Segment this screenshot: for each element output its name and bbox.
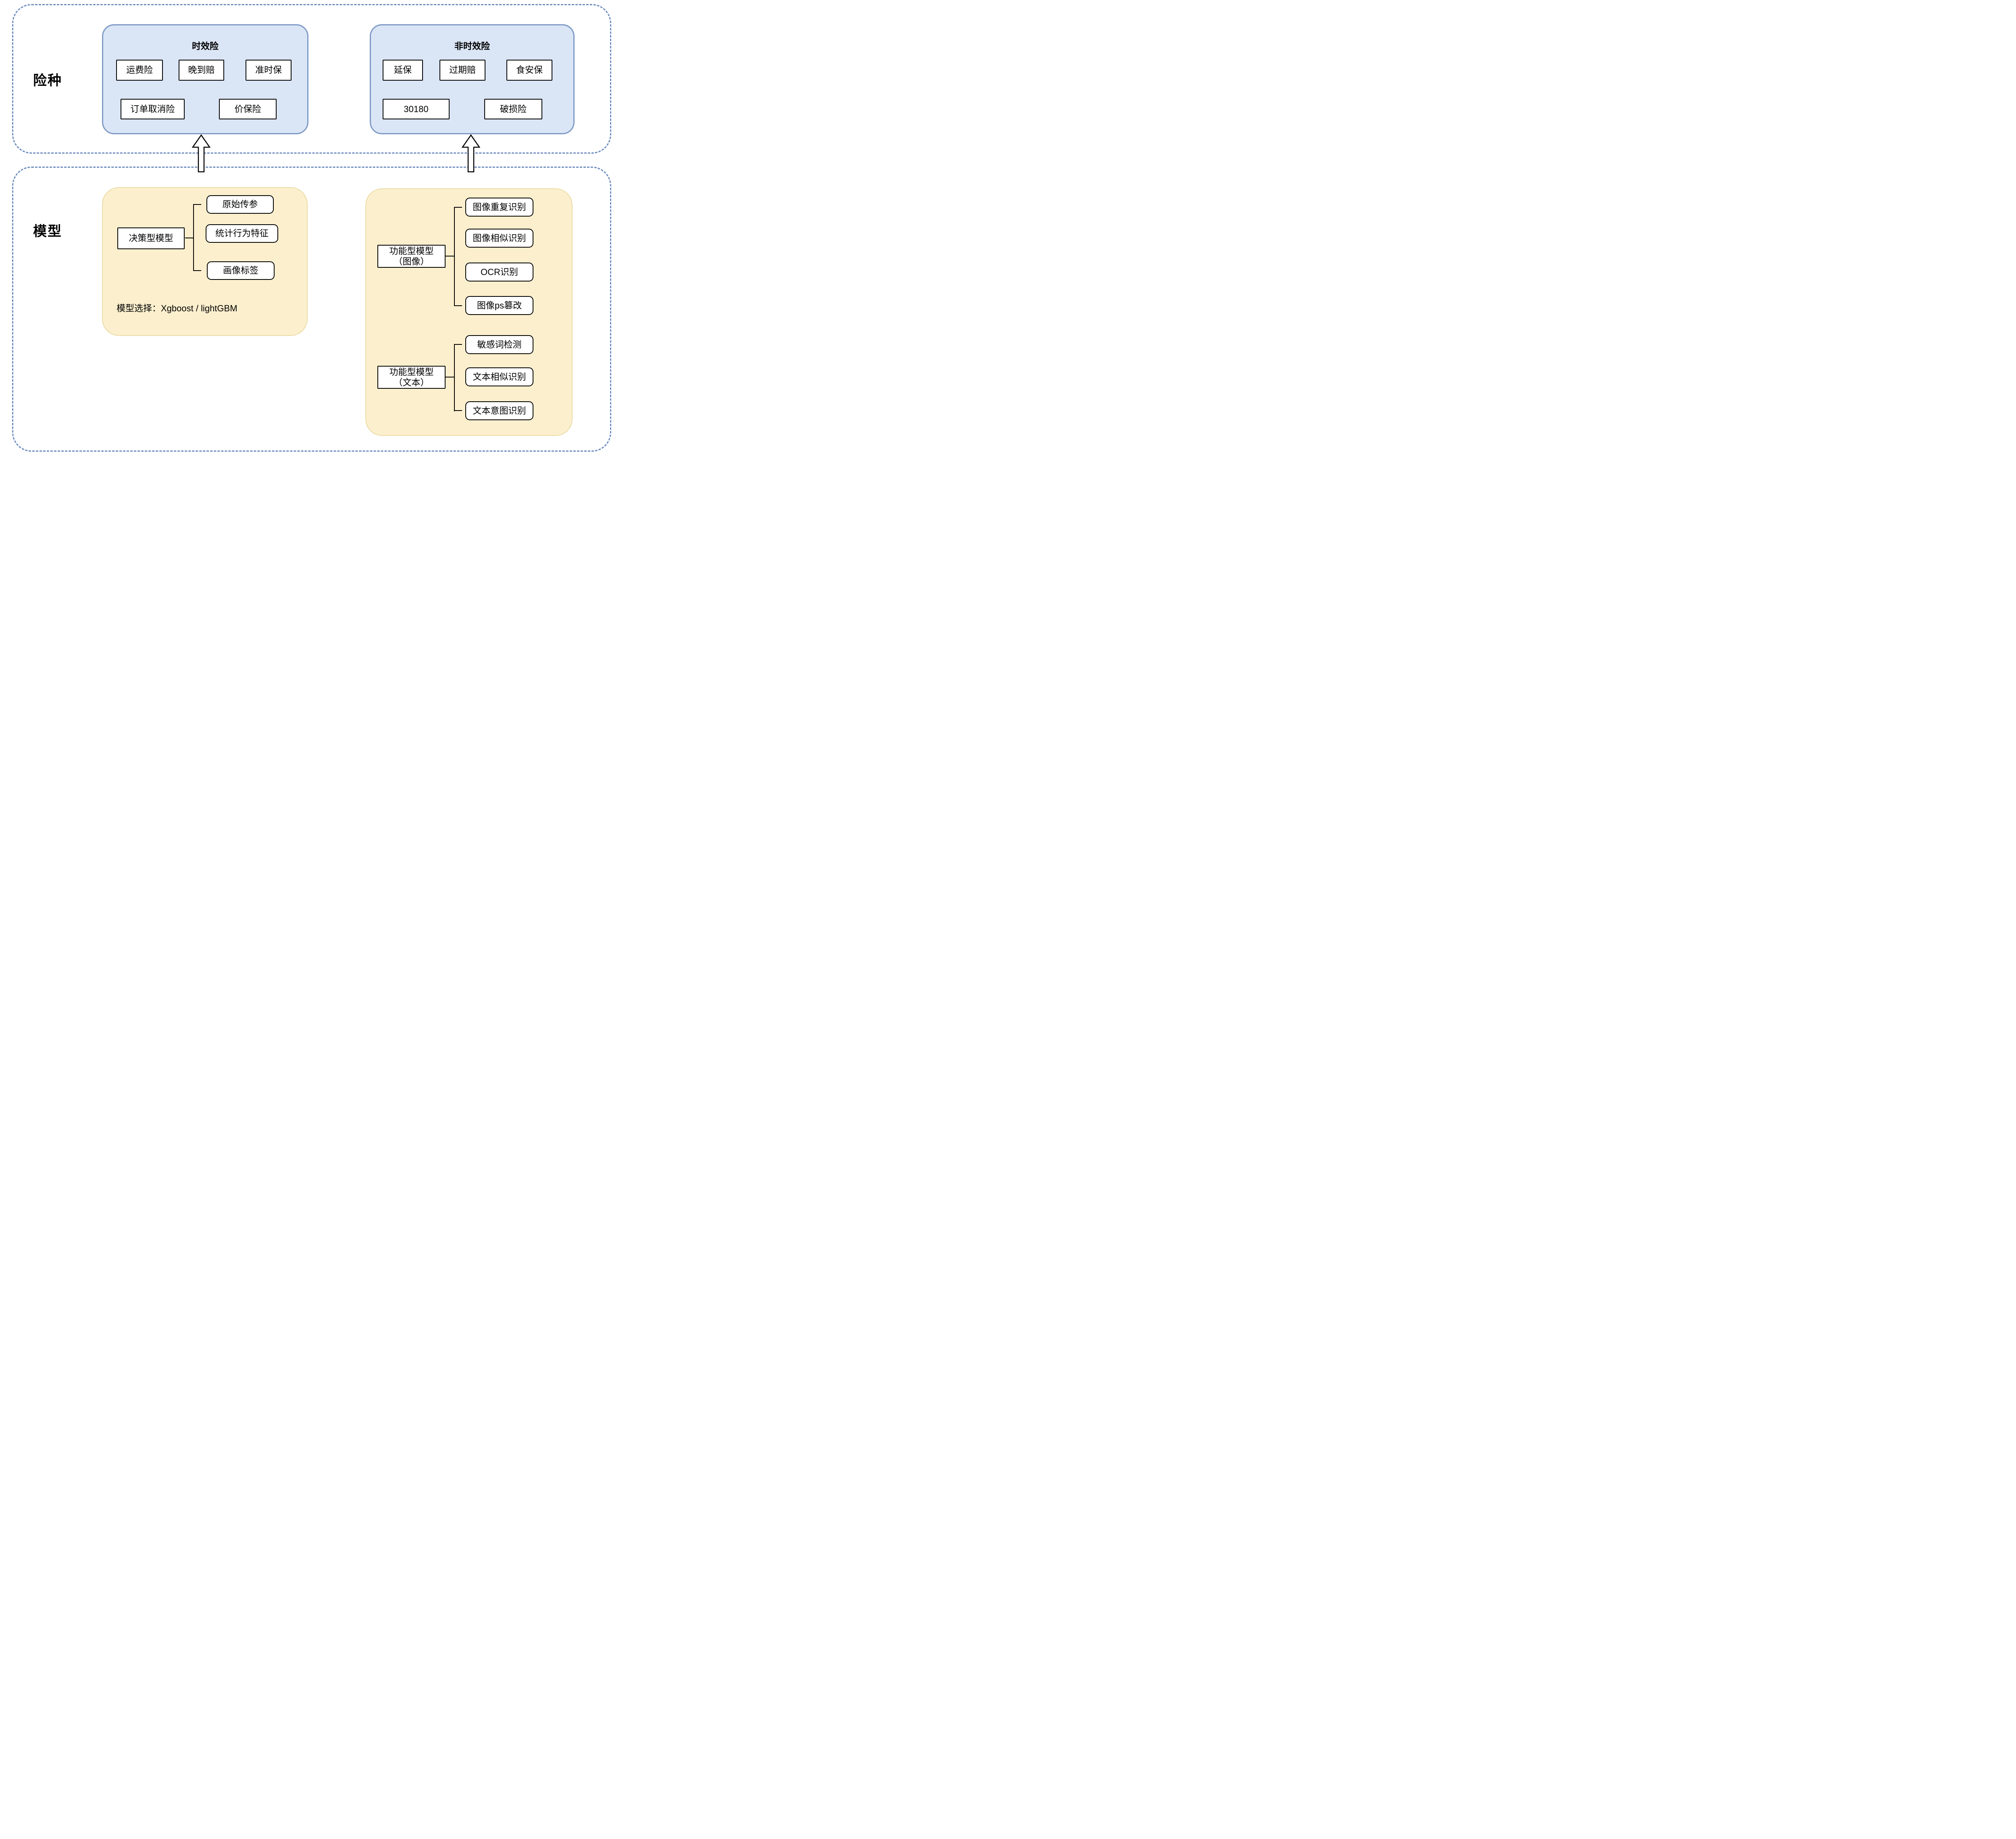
connector-line — [193, 204, 194, 271]
decision-child: 统计行为特征 — [206, 224, 278, 243]
functional-image-child: 图像相似识别 — [465, 229, 533, 248]
connector-line — [454, 207, 455, 306]
insurance-item: 30180 — [383, 99, 450, 119]
panel-non-timeliness-title: 非时效险 — [454, 41, 490, 51]
functional-image-child: 图像重复识别 — [465, 198, 533, 217]
functional-text-child: 敏感词检测 — [465, 335, 533, 354]
insurance-item: 延保 — [383, 60, 423, 81]
insurance-item: 运费险 — [116, 60, 163, 81]
decision-child: 原始传参 — [206, 195, 274, 214]
up-arrow-icon — [192, 134, 210, 173]
up-arrow-icon — [462, 134, 480, 173]
decision-model-box: 决策型模型 — [117, 227, 185, 249]
functional-text-child: 文本意图识别 — [465, 401, 533, 420]
functional-image-box: 功能型模型 （图像） — [377, 245, 446, 268]
model-selection-note: 模型选择：Xgboost / lightGBM — [117, 303, 237, 313]
insurance-item: 过期赔 — [439, 60, 485, 81]
functional-image-label-line1: 功能型模型 — [389, 246, 434, 256]
connector-line — [454, 305, 462, 306]
functional-image-child: 图像ps篡改 — [465, 296, 533, 315]
insurance-item: 破损险 — [484, 99, 542, 119]
functional-text-label-line1: 功能型模型 — [389, 367, 434, 377]
connector-line — [454, 207, 462, 208]
panel-timeliness-title: 时效险 — [192, 41, 219, 51]
connector-line — [193, 270, 201, 271]
model-dashed-region — [12, 167, 611, 452]
diagram-canvas: 险种 模型 时效险 运费险 晚到赔 准时保 订单取消险 价保险 非时效险 延保 … — [0, 0, 666, 460]
connector-line — [454, 410, 462, 411]
connector-line — [193, 204, 201, 205]
insurance-item: 晚到赔 — [179, 60, 224, 81]
insurance-dashed-region — [12, 4, 611, 154]
connector-line — [454, 344, 462, 345]
insurance-item: 食安保 — [506, 60, 552, 81]
panel-decision-model — [102, 187, 308, 336]
functional-image-child: OCR识别 — [465, 263, 533, 281]
section-label-model: 模型 — [33, 224, 62, 239]
insurance-item: 价保险 — [219, 99, 277, 119]
connector-line — [454, 344, 455, 411]
functional-text-child: 文本相似识别 — [465, 367, 533, 386]
insurance-item: 准时保 — [246, 60, 292, 81]
decision-child: 画像标签 — [207, 261, 275, 280]
functional-text-box: 功能型模型 （文本） — [377, 366, 446, 389]
insurance-item: 订单取消险 — [121, 99, 185, 119]
functional-image-label-line2: （图像） — [394, 256, 429, 267]
section-label-insurance: 险种 — [33, 73, 62, 88]
functional-text-label-line2: （文本） — [394, 377, 429, 388]
